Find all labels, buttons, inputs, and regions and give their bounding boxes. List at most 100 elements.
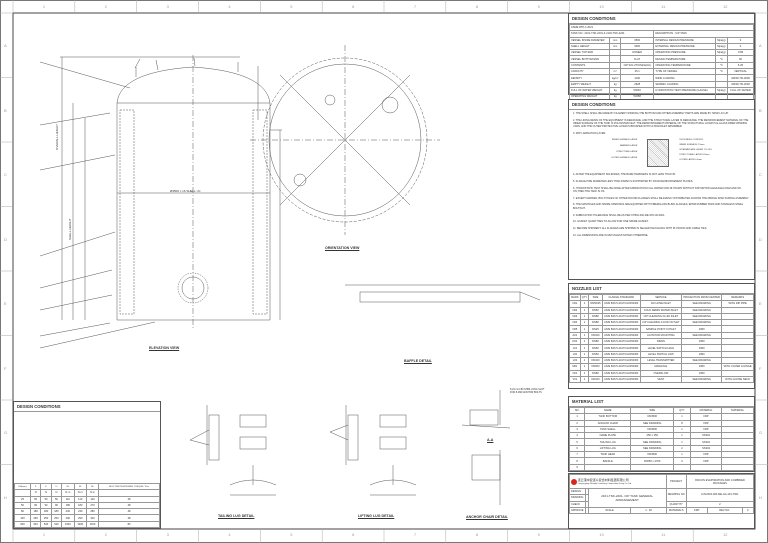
material-row-cell: 6 <box>568 444 586 453</box>
note-item: 3. FRP LAMINATION LAYER: <box>573 132 606 136</box>
material-row-cell: 9 <box>568 463 586 471</box>
grid-column-label: 8 <box>475 532 478 537</box>
nozzle-row-cell <box>721 312 754 321</box>
nozzle-row-cell: N01 <box>569 300 581 308</box>
layer-hatch <box>647 138 670 167</box>
note-item: 12. ALL DIMENSIONS ARE IN MM UNLESS NOTE… <box>573 233 649 237</box>
grid-row-label: G <box>759 430 763 436</box>
grid-column-label: 4 <box>228 4 231 9</box>
load-row-cell: 48 <box>98 501 160 510</box>
design-condition-row-cell: CONTENTS <box>568 61 611 70</box>
grid-row-label: D <box>759 236 762 242</box>
nozzles-list-title: NOZZLES LIST <box>569 284 754 294</box>
material-row-cell: 2 <box>568 419 586 427</box>
nozzle-row-cell: M01 <box>569 363 581 371</box>
load-row-cell: 48 <box>98 495 160 503</box>
load-row-cell: 1000 <box>61 520 75 529</box>
design-condition-row-cell: 2928 <box>619 80 655 88</box>
nozzle-row-cell <box>721 350 754 358</box>
company-name-en: Lianyungang Zhongfu Lianzhong Composites… <box>577 483 632 485</box>
rev-value: 0 <box>741 506 755 515</box>
nozzle-row-cell: SEE DRAWING <box>681 312 723 321</box>
material-row-cell: 8 <box>568 457 586 465</box>
material-row-cell <box>673 463 691 471</box>
nozzle-row-cell: DN100 <box>588 375 603 384</box>
nozzle-row-cell: 1 <box>579 375 590 384</box>
note-item: 2. THE LINING RESIN OF THE EQUIPMENT IS … <box>573 118 749 129</box>
material-header: NAME <box>584 406 632 415</box>
approve-label: APPROVE <box>569 506 586 515</box>
grid-column-label: 11 <box>661 4 666 9</box>
design-condition-row-cell: 50046 <box>619 86 655 95</box>
nozzle-load-title: DESIGN CONDITIONS <box>14 402 160 412</box>
grid-column-label: 12 <box>723 4 728 9</box>
anchor-note: 8-24 mm×80 SHIM LONG SLOT FOR 8-M20 ANCH… <box>510 388 545 394</box>
material-row-cell: 250 x 150 <box>630 432 675 440</box>
material-row-cell: TANK BOTTOM <box>584 413 632 421</box>
design-condition-row-cell: GB/DC 50-2009 <box>727 74 754 82</box>
load-row-cell: 270 <box>85 501 100 510</box>
company-logo <box>571 478 577 485</box>
nozzle-row-cell: VENT <box>639 375 683 384</box>
project-label: PROJECT <box>665 474 687 489</box>
load-unit: N <box>50 489 63 497</box>
grid-row-label: F <box>759 365 762 371</box>
load-row-cell: 90 <box>50 501 63 510</box>
load-header: BOLT PRETIGHTENING TORQUE / N·m <box>98 482 160 491</box>
grid-row-label: B <box>759 107 762 113</box>
design-condition-row-cell: CAPACITY <box>568 68 611 76</box>
material-row: 9 <box>568 463 754 471</box>
design-condition-row-cell: 5-25 <box>727 61 754 70</box>
grid-column-label: 2 <box>104 532 107 537</box>
nozzle-row-cell: N03 <box>569 312 581 321</box>
note-item: 8. THE MANHOLES AND SPARE OPENINGS ARE E… <box>573 203 744 210</box>
baffle-detail-label: BAFFLE DETAIL <box>404 359 432 363</box>
design-condition-row-cell: FULL OF WATER WEIGHT <box>568 86 611 95</box>
scale-value: 1 : 30 <box>630 506 667 515</box>
load-unit: N·m <box>73 489 87 497</box>
nozzle-row-cell: SEE DRAWING <box>681 319 723 327</box>
design-condition-row-cell: Mpa(g) <box>714 86 729 95</box>
note-item: 11. BEFORE SHIPMENT, ALL FLANGES ARE SHI… <box>573 227 708 231</box>
quantity-value: 2 <box>685 500 755 508</box>
layer-thickness: INNER SURFACE 2.5mm <box>679 143 705 146</box>
material-row-cell: TAILING LUG <box>584 438 632 446</box>
material-row-cell: 1 <box>568 413 586 421</box>
nozzle-row-cell: V01 <box>569 375 581 384</box>
material-row-cell <box>721 444 754 453</box>
asme-code: ASME RTP-1:2021 <box>569 23 754 32</box>
drawing-title: 2101-TNK-2201- CIP TANK GENERAL ARRANGEM… <box>587 488 667 508</box>
nozzle-row-cell: L02 <box>569 350 581 358</box>
load-header: M₂ <box>85 482 100 491</box>
grid-row-label: G <box>4 430 8 436</box>
material-row-cell <box>721 425 754 434</box>
grid-column-label: 6 <box>352 532 355 537</box>
grid-row-label: E <box>759 301 762 307</box>
nozzle-row-cell: SEE DRAWING <box>681 331 723 340</box>
material-row-cell <box>721 432 754 440</box>
grid-column-label: 10 <box>599 532 604 537</box>
rev-label: REV NO. <box>706 506 743 515</box>
grid-row-label: C <box>759 172 762 178</box>
load-row-cell: 120 <box>85 495 100 503</box>
material-row-cell: ANCHOR CHAIR <box>584 419 632 427</box>
nozzle-row-cell: 1950 <box>681 338 723 346</box>
nozzle-row-cell: SEE DRAWING <box>681 306 723 314</box>
note-item: 7. EXCEPT MARKED, BOLT HOLES OF OTHER RO… <box>573 196 750 200</box>
grid-column-label: 4 <box>228 532 231 537</box>
detail-drawings <box>189 390 511 505</box>
